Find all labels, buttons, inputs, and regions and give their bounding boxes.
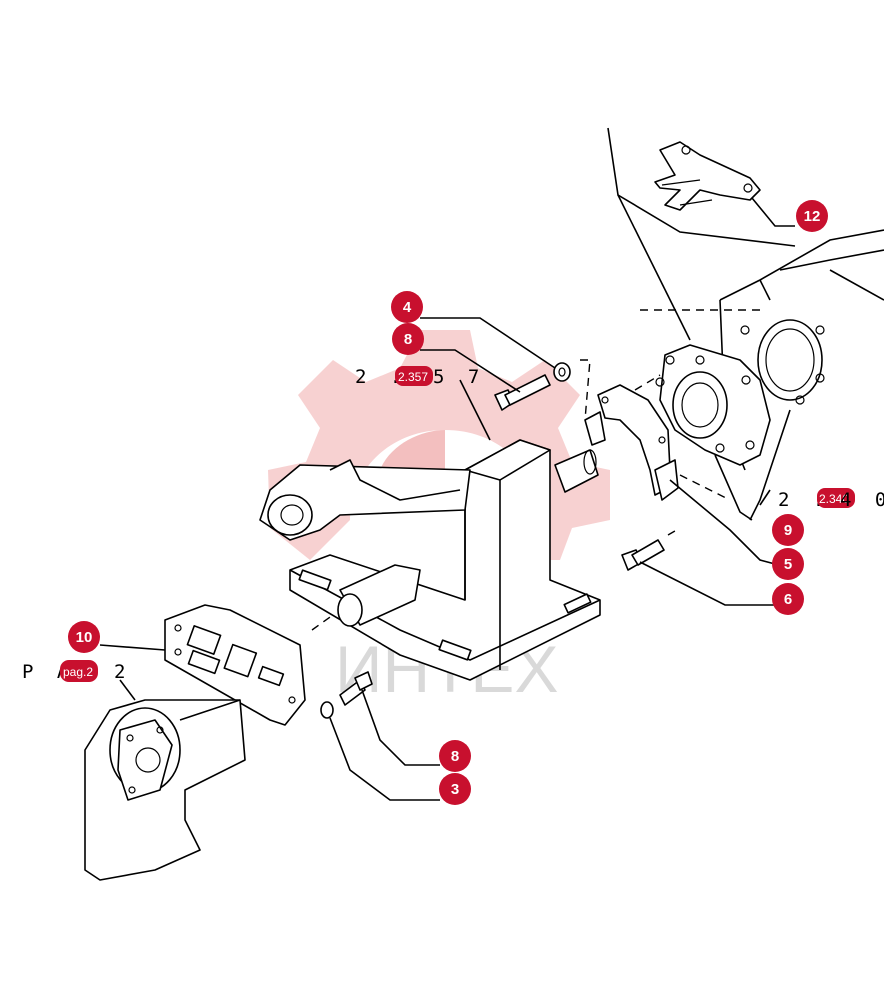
washer-part-3 [320, 701, 440, 801]
callout-8-top[interactable]: 8 [392, 323, 424, 355]
reference-left: 1 P A pag.2 2 [22, 627, 131, 683]
reference-right-prefix: 2 . [778, 489, 830, 511]
gearbox-housing [607, 127, 884, 521]
reference-right-badge-bg [817, 488, 855, 508]
reference-left-suffix: 2 [114, 661, 131, 683]
bracket-part-12 [654, 141, 795, 227]
svg-text:5: 5 [784, 556, 792, 573]
svg-text:3: 3 [451, 781, 459, 798]
svg-text:12: 12 [804, 208, 821, 225]
callout-9[interactable]: 9 [772, 514, 804, 546]
callout-10[interactable]: 10 [68, 621, 100, 653]
callout-5[interactable]: 5 [772, 548, 804, 580]
callout-3[interactable]: 3 [439, 773, 471, 805]
reference-left-badge: pag.2 [63, 665, 93, 679]
reference-center-badge-bg [395, 366, 433, 386]
callout-8-bottom[interactable]: 8 [439, 740, 471, 772]
svg-text:9: 9 [784, 522, 792, 539]
reference-center-badge: 2.357 [398, 370, 428, 384]
svg-text:8: 8 [451, 748, 459, 765]
bolt-part-8-bottom [339, 671, 440, 766]
reference-center-prefix: 2 . [355, 366, 407, 388]
svg-text:10: 10 [76, 629, 93, 646]
retaining-plate-part-5 [584, 384, 776, 565]
reference-right-badge: 2.340 [819, 492, 849, 506]
bracket-part-10 [99, 604, 306, 726]
washer-part-4 [420, 317, 571, 382]
svg-text:8: 8 [404, 331, 412, 348]
reference-center-suffix: 5 7 [433, 366, 485, 388]
reference-left-badge-bg [60, 660, 98, 682]
callout-4[interactable]: 4 [391, 291, 423, 323]
reference-right-suffix: 4 0 [840, 489, 884, 511]
shaft [337, 449, 599, 627]
svg-text:6: 6 [784, 591, 792, 608]
bolt-part-6 [621, 539, 775, 606]
bolt-part-8-top [420, 349, 551, 411]
reference-center: 2 . 2.357 5 7 [355, 366, 485, 388]
reference-right: 2 . 2.340 4 0 [759, 488, 884, 511]
support-housing [84, 679, 246, 881]
reference-left-prefix: P A [22, 661, 74, 683]
callout-6[interactable]: 6 [772, 583, 804, 615]
svg-text:4: 4 [403, 299, 412, 316]
callout-12[interactable]: 12 [796, 200, 828, 232]
flange-bearing-part-9 [655, 344, 771, 521]
